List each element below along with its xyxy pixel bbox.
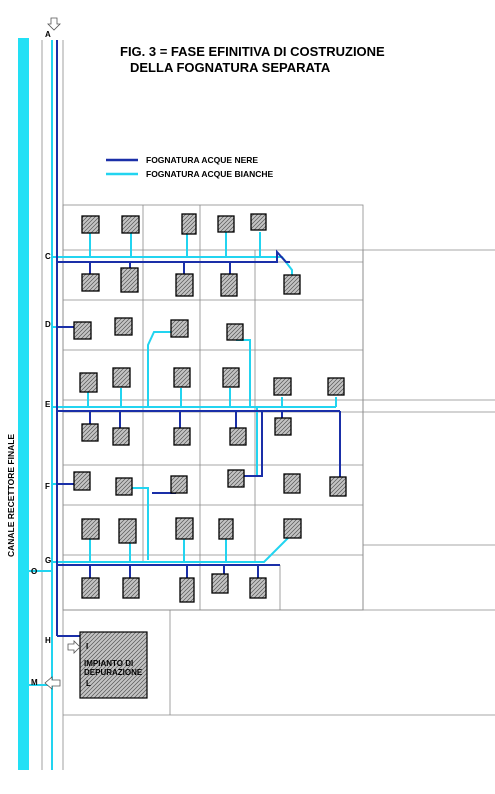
building [173,427,191,446]
canal [18,38,29,770]
buildings [73,213,347,603]
building [173,367,191,388]
plant-label: IMPIANTO DI DEPURAZIONE [84,659,142,677]
figure-title-line2: DELLA FOGNATURA SEPARATA [130,60,331,75]
building [249,577,267,599]
building [283,274,301,295]
building [122,577,140,599]
building [114,317,133,336]
building [79,372,98,393]
treatment-plant [79,631,148,699]
building [226,323,244,341]
building [181,213,197,235]
building [81,577,100,599]
point-label-d: D [45,320,51,329]
building [170,319,189,338]
building [274,417,292,436]
building [283,518,302,539]
left-arrow-icon [44,676,61,690]
building [121,215,140,234]
point-label-o: O [31,567,38,576]
building [217,215,235,233]
building [118,518,137,544]
plant-label-line1: IMPIANTO DI [84,659,134,668]
down-arrow-icon [47,17,61,31]
figure-title-line1: FIG. 3 = FASE EFINITIVA DI COSTRUZIONE [120,44,385,59]
building [120,267,139,293]
building [81,273,100,292]
building [115,477,133,496]
point-label-i: I [86,642,89,651]
right-arrow-icon [67,640,81,654]
building [73,321,92,340]
building [227,469,245,488]
building [170,475,188,494]
building [179,577,195,603]
building [175,517,194,540]
black-water-network [56,40,341,637]
canal-label: CANALE RECETTORE FINALE [6,433,16,557]
point-label-l: L [86,679,91,688]
building [175,273,194,297]
white-water-network [29,40,337,770]
building [229,427,247,446]
point-label-h: H [45,636,51,645]
building [73,471,91,491]
building [81,215,100,234]
building [211,573,229,594]
building [283,473,301,494]
building [81,423,99,442]
point-label-e: E [45,400,51,409]
legend-black-water-label: FOGNATURA ACQUE NERE [146,155,259,165]
building [112,367,131,388]
point-label-g: G [45,556,52,565]
building [81,518,100,540]
building [273,377,292,396]
road-grid [41,40,495,770]
building [112,427,130,446]
point-label-f: F [45,482,50,491]
legend-white-water-label: FOGNATURA ACQUE BIANCHE [146,169,274,179]
building [250,213,267,231]
point-label-c: C [45,252,51,261]
point-label-m: M [31,678,38,687]
building [218,518,234,540]
building [222,367,240,388]
building [329,476,347,497]
point-label-a: A [45,30,51,39]
plant-label-line2: DEPURAZIONE [84,668,143,677]
building [220,273,238,297]
building [327,377,345,396]
